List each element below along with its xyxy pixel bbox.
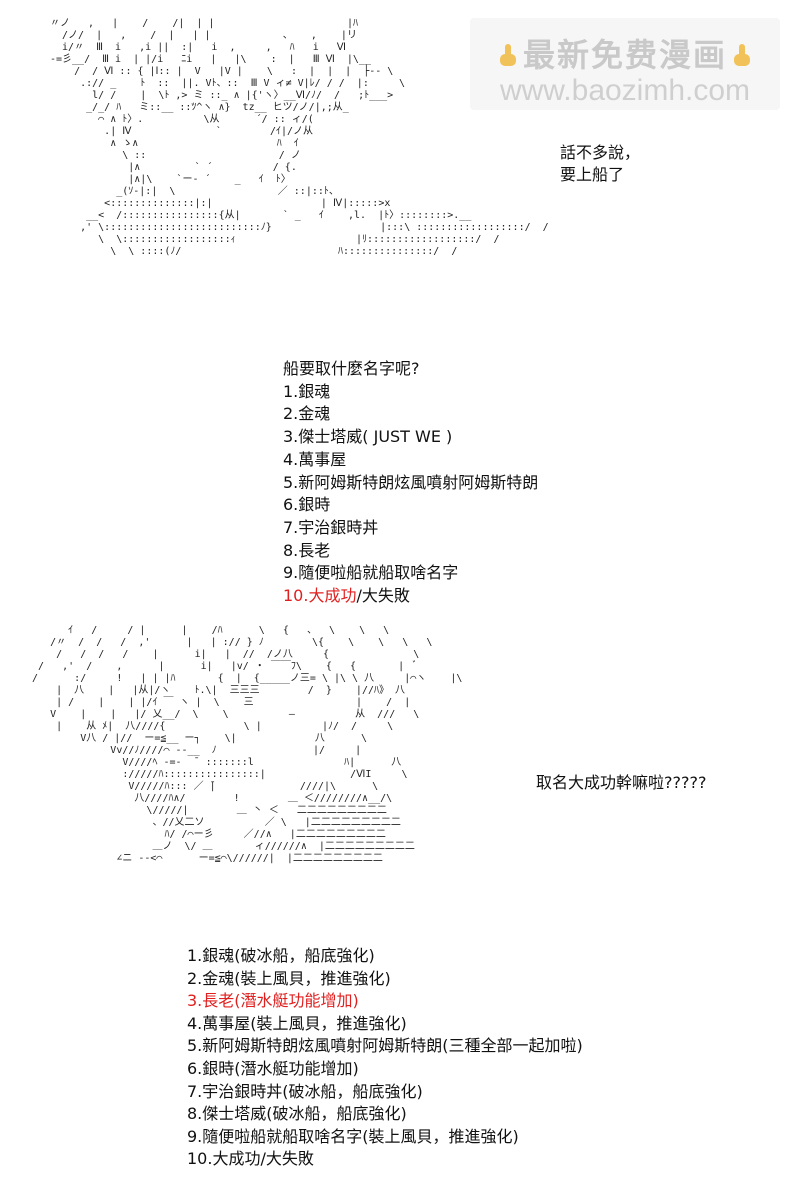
list-item: 8.傑士塔威(破冰船，船底強化) bbox=[187, 1104, 407, 1124]
pointing-hand-icon bbox=[499, 44, 516, 66]
list-item: 5.新阿姆斯特朗炫風噴射阿姆斯特朗(三種全部一起加啦) bbox=[187, 1036, 583, 1056]
caption-line: 話不多說， bbox=[560, 143, 641, 162]
list-item: 4.萬事屋 bbox=[283, 449, 347, 469]
list-item: 6.銀時 bbox=[283, 495, 331, 515]
caption-line: 要上船了 bbox=[560, 165, 625, 184]
ship-name-options: 船要取什麼名字呢? 1.銀魂 2.金魂 3.傑士塔威( JUST WE ) 4.… bbox=[283, 358, 538, 608]
list-item: 1.銀魂 bbox=[283, 381, 331, 401]
list-item: 4.萬事屋(裝上風貝，推進強化) bbox=[187, 1013, 407, 1033]
caption-dialogue-top: 話不多說， 要上船了 bbox=[560, 142, 640, 186]
ascii-art-character-bottom: ｲ / / | | /ﾊ \ { 、 \ \ \ /〃 / / / ,' | |… bbox=[32, 625, 463, 864]
list-item-last: 10.大成功/大失敗 bbox=[283, 585, 538, 608]
ship-upgrade-results: 1.銀魂(破冰船，船底強化) 2.金魂(裝上風貝，推進強化) 3.長老(潛水艇功… bbox=[187, 945, 583, 1171]
list-item: 10.大成功/大失敗 bbox=[187, 1149, 314, 1169]
list-item-suffix: /大失敗 bbox=[356, 586, 410, 606]
options-title: 船要取什麼名字呢? bbox=[283, 359, 420, 378]
watermark-title: 最新免费漫画 bbox=[522, 36, 727, 74]
watermark-title-row: 最新免费漫画 bbox=[470, 30, 780, 76]
ascii-art-character-top: 〃ノ , | / /| | | |ﾊ /ノ/ | , / | | | 、 , |… bbox=[50, 18, 549, 257]
list-item: 2.金魂(裝上風貝，推進強化) bbox=[187, 968, 391, 988]
watermark: 最新免费漫画 www.baozimh.com bbox=[470, 18, 780, 110]
list-item: 2.金魂 bbox=[283, 404, 331, 424]
highlighted-text: 10.大成功 bbox=[283, 586, 357, 606]
watermark-url: www.baozimh.com bbox=[499, 74, 751, 107]
list-item: 6.銀時(潛水艇功能增加) bbox=[187, 1058, 359, 1078]
list-item: 7.宇治銀時丼(破冰船，船底強化) bbox=[187, 1081, 423, 1101]
list-item: 5.新阿姆斯特朗炫風噴射阿姆斯特朗 bbox=[283, 472, 539, 492]
list-item: 9.隨便啦船就船取啥名字(裝上風貝，推進強化) bbox=[187, 1126, 519, 1146]
list-item: 8.長老 bbox=[283, 540, 331, 560]
list-item: 7.宇治銀時丼 bbox=[283, 517, 379, 537]
pointing-hand-icon bbox=[734, 44, 750, 66]
list-item: 9.隨便啦船就船取啥名字 bbox=[283, 563, 459, 583]
list-item-highlighted: 3.長老(潛水艇功能增加) bbox=[187, 991, 359, 1011]
list-item: 1.銀魂(破冰船，船底強化) bbox=[187, 946, 375, 965]
list-item: 3.傑士塔威( JUST WE ) bbox=[283, 427, 453, 447]
caption-dialogue-bottom: 取名大成功幹嘛啦????? bbox=[536, 773, 707, 792]
